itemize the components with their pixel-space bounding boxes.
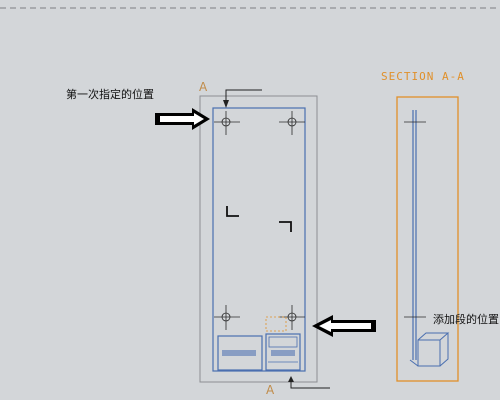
view-label-top[interactable]: A — [199, 80, 208, 94]
hole-top-right[interactable] — [279, 111, 305, 135]
section-arrowhead-bottom — [288, 376, 294, 382]
section-title[interactable]: SECTION A-A — [381, 70, 465, 83]
section-base — [409, 359, 419, 367]
component-left-label — [222, 350, 256, 356]
add-segment-annotation: 添加段的位置 — [433, 313, 499, 326]
hole-top-left[interactable] — [214, 111, 240, 135]
component-right-inner — [268, 336, 298, 348]
first-position-annotation: 第一次指定的位置 — [66, 88, 154, 101]
component-left[interactable] — [217, 335, 263, 371]
section-component[interactable] — [417, 332, 450, 367]
section-view-frame[interactable] — [396, 96, 459, 382]
component-right[interactable] — [265, 333, 301, 371]
thick-right-arrow-icon — [155, 108, 210, 130]
section-arrow-top — [225, 89, 262, 104]
hole-bottom-left[interactable] — [214, 305, 240, 330]
component-right-label — [271, 350, 295, 356]
corner-mark-right — [279, 221, 292, 232]
section-arrow-bottom — [290, 378, 330, 389]
view-label-bottom[interactable]: A — [266, 383, 275, 397]
corner-mark-left — [226, 206, 239, 217]
model-outline[interactable] — [212, 107, 306, 372]
added-segment-marker[interactable] — [265, 316, 287, 332]
view-frame[interactable] — [199, 95, 318, 383]
hole-bottom-right[interactable] — [279, 305, 305, 330]
section-arrowhead-top — [223, 100, 229, 108]
thick-left-arrow-icon — [312, 315, 376, 337]
